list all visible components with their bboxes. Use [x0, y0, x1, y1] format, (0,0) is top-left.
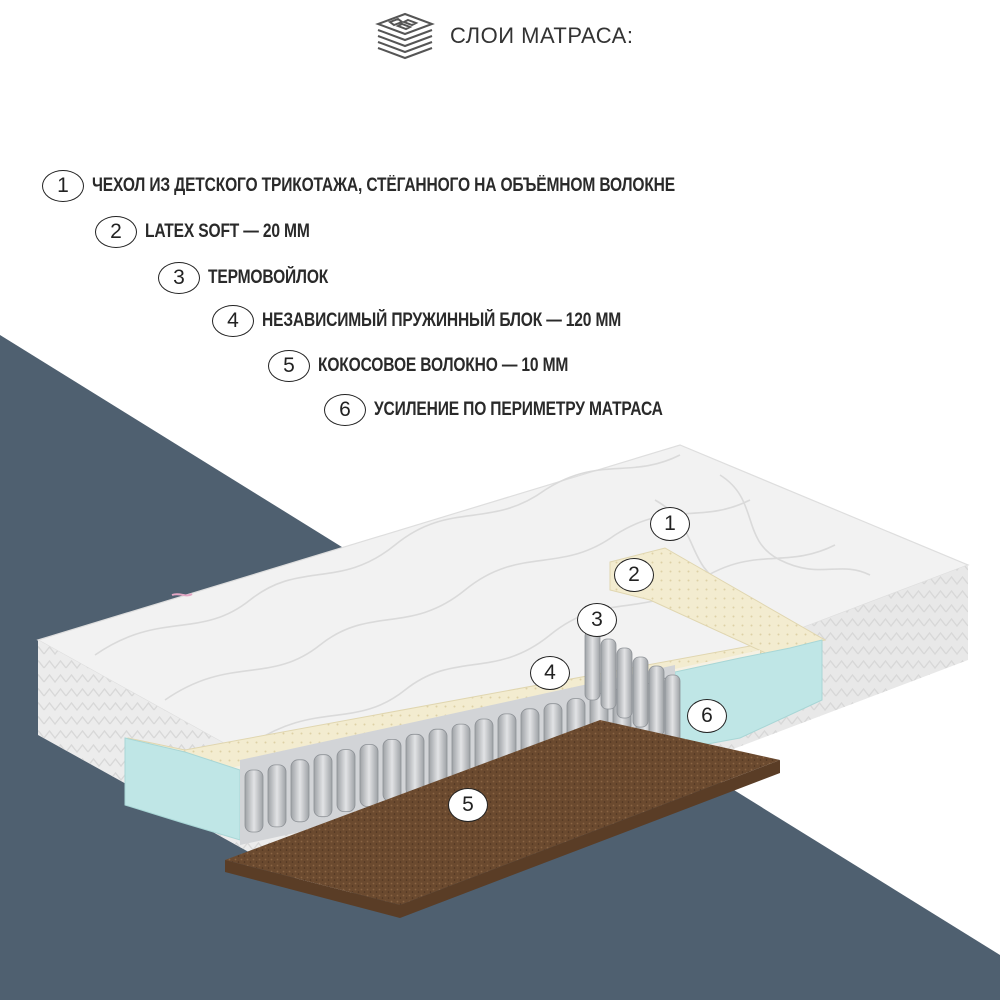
- spring-coil: [244, 769, 264, 833]
- legend-number-4: 4: [212, 305, 254, 337]
- page-title: СЛОИ МАТРАСА:: [450, 23, 634, 48]
- legend-text-2: LATEX SOFT — 20 ММ: [145, 221, 310, 242]
- legend-number-1: 1: [42, 170, 84, 202]
- spring-coil: [313, 754, 333, 818]
- spring-coil: [648, 665, 665, 737]
- legend-number-6: 6: [324, 394, 366, 426]
- header: СЛОИ МАТРАСА:: [372, 8, 633, 64]
- spring-coil: [600, 638, 617, 710]
- marker-6: 6: [687, 699, 727, 733]
- spring-coil: [664, 674, 681, 746]
- legend-item-3: 3 ТЕРМОВОЙЛОК: [158, 260, 355, 296]
- layers-icon: [375, 12, 435, 60]
- legend-text-4: НЕЗАВИСИМЫЙ ПРУЖИННЫЙ БЛОК — 120 ММ: [262, 310, 622, 331]
- spring-coil: [336, 749, 356, 812]
- spring-coil: [359, 744, 379, 807]
- legend-text-6: УСИЛЕНИЕ ПО ПЕРИМЕТРУ МАТРАСА: [374, 399, 663, 420]
- legend-item-4: 4 НЕЗАВИСИМЫЙ ПРУЖИННЫЙ БЛОК — 120 ММ: [212, 303, 700, 339]
- spring-coil: [382, 739, 402, 802]
- spring-coil: [632, 656, 649, 728]
- legend-item-5: 5 КОКОСОВОЕ ВОЛОКНО — 10 ММ: [268, 348, 623, 384]
- marker-2: 2: [614, 558, 654, 592]
- spring-coil: [290, 759, 310, 823]
- spring-coil: [267, 764, 287, 828]
- spring-coil: [616, 647, 633, 719]
- marker-1: 1: [650, 507, 690, 541]
- legend-item-1: 1 ЧЕХОЛ ИЗ ДЕТСКОГО ТРИКОТАЖА, СТЁГАННОГ…: [42, 168, 803, 204]
- legend-number-3: 3: [158, 262, 200, 294]
- marker-5: 5: [448, 788, 488, 822]
- legend-text-1: ЧЕХОЛ ИЗ ДЕТСКОГО ТРИКОТАЖА, СТЁГАННОГО …: [92, 175, 675, 196]
- legend-text-5: КОКОСОВОЕ ВОЛОКНО — 10 ММ: [318, 355, 569, 376]
- marker-3: 3: [577, 603, 617, 637]
- coir-layer: [225, 720, 780, 905]
- legend-number-5: 5: [268, 350, 310, 382]
- spring-coil: [584, 629, 601, 701]
- marker-4: 4: [530, 656, 570, 690]
- legend-item-6: 6 УСИЛЕНИЕ ПО ПЕРИМЕТРУ МАТРАСА: [324, 392, 726, 428]
- legend-number-2: 2: [95, 216, 137, 248]
- legend-text-3: ТЕРМОВОЙЛОК: [208, 267, 329, 288]
- legend-item-2: 2 LATEX SOFT — 20 ММ: [95, 214, 346, 250]
